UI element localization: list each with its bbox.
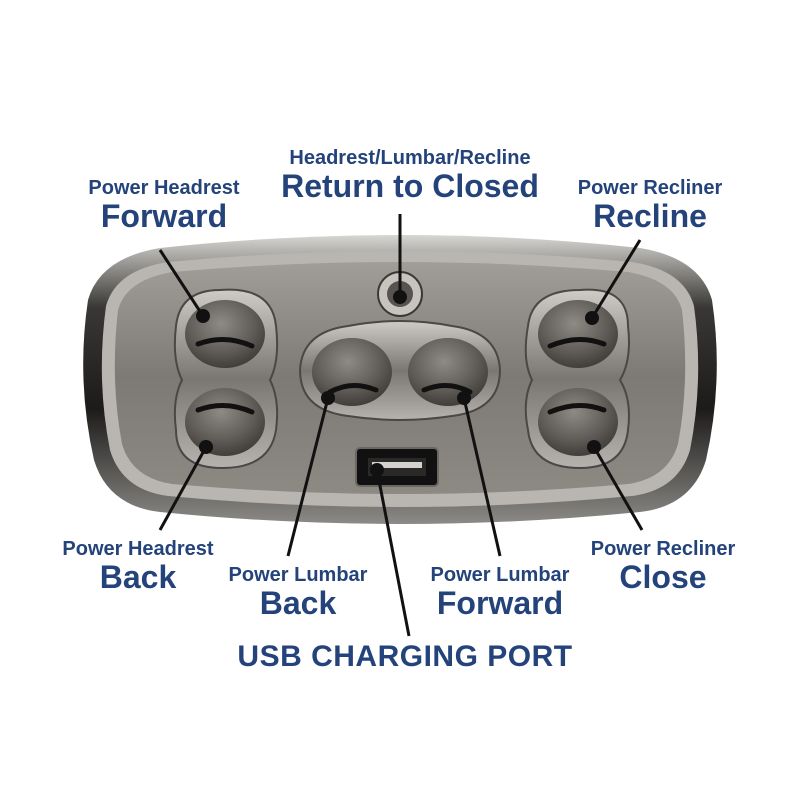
leader-recliner-close — [592, 446, 644, 531]
label-recliner-close-small: Power Recliner — [590, 538, 736, 560]
label-lumbar-back-small: Power Lumbar — [228, 564, 368, 586]
headrest-forward-button[interactable] — [185, 300, 265, 368]
label-headrest-forward-large: Forward — [100, 198, 228, 234]
label-lumbar-back: Power Lumbar Back — [229, 565, 368, 619]
leader-headrest-back — [158, 446, 208, 531]
dot-lumbar-forward — [457, 391, 471, 405]
leader-lumbar-back — [286, 397, 330, 557]
leader-lumbar-forward — [462, 397, 502, 557]
label-recliner-recline-small: Power Recliner — [577, 177, 723, 199]
label-return-to-closed: Headrest/Lumbar/Recline Return to Closed — [281, 148, 539, 202]
leader-lines — [158, 214, 644, 637]
leader-headrest-forward — [158, 249, 205, 317]
label-recliner-recline-large: Recline — [593, 198, 707, 234]
usb-port[interactable] — [355, 447, 439, 487]
label-recliner-close-large: Close — [619, 559, 707, 595]
label-lumbar-back-large: Back — [259, 585, 337, 621]
leader-recliner-recline — [590, 239, 642, 319]
leader-dots — [196, 290, 601, 477]
lumbar-forward-button[interactable] — [408, 338, 488, 406]
label-lumbar-forward-small: Power Lumbar — [430, 564, 570, 586]
headrest-back-button[interactable] — [185, 388, 265, 456]
dot-headrest-forward — [196, 309, 210, 323]
dot-recliner-recline — [585, 311, 599, 325]
lumbar-back-button[interactable] — [312, 338, 392, 406]
label-headrest-back-large: Back — [99, 559, 177, 595]
label-headrest-forward-small: Power Headrest — [88, 177, 240, 199]
recliner-recline-button[interactable] — [538, 300, 618, 368]
dot-headrest-back — [199, 440, 213, 454]
leader-usb-port — [375, 469, 411, 637]
dot-return-to-closed — [393, 290, 407, 304]
label-headrest-back-small: Power Headrest — [62, 538, 214, 560]
label-lumbar-forward-large: Forward — [436, 585, 564, 621]
label-headrest-forward: Power Headrest Forward — [88, 178, 239, 232]
dot-lumbar-back — [321, 391, 335, 405]
label-headrest-back: Power Headrest Back — [62, 539, 213, 593]
label-usb-charging-port: USB CHARGING PORT — [237, 640, 573, 673]
label-lumbar-forward: Power Lumbar Forward — [431, 565, 570, 619]
recliner-close-button[interactable] — [538, 388, 618, 456]
label-recliner-recline: Power Recliner Recline — [578, 178, 723, 232]
dot-usb-port — [370, 463, 384, 477]
label-recliner-close: Power Recliner Close — [591, 539, 736, 593]
dot-recliner-close — [587, 440, 601, 454]
label-return-to-closed-large: Return to Closed — [281, 168, 539, 204]
label-return-to-closed-small: Headrest/Lumbar/Recline — [289, 147, 531, 169]
